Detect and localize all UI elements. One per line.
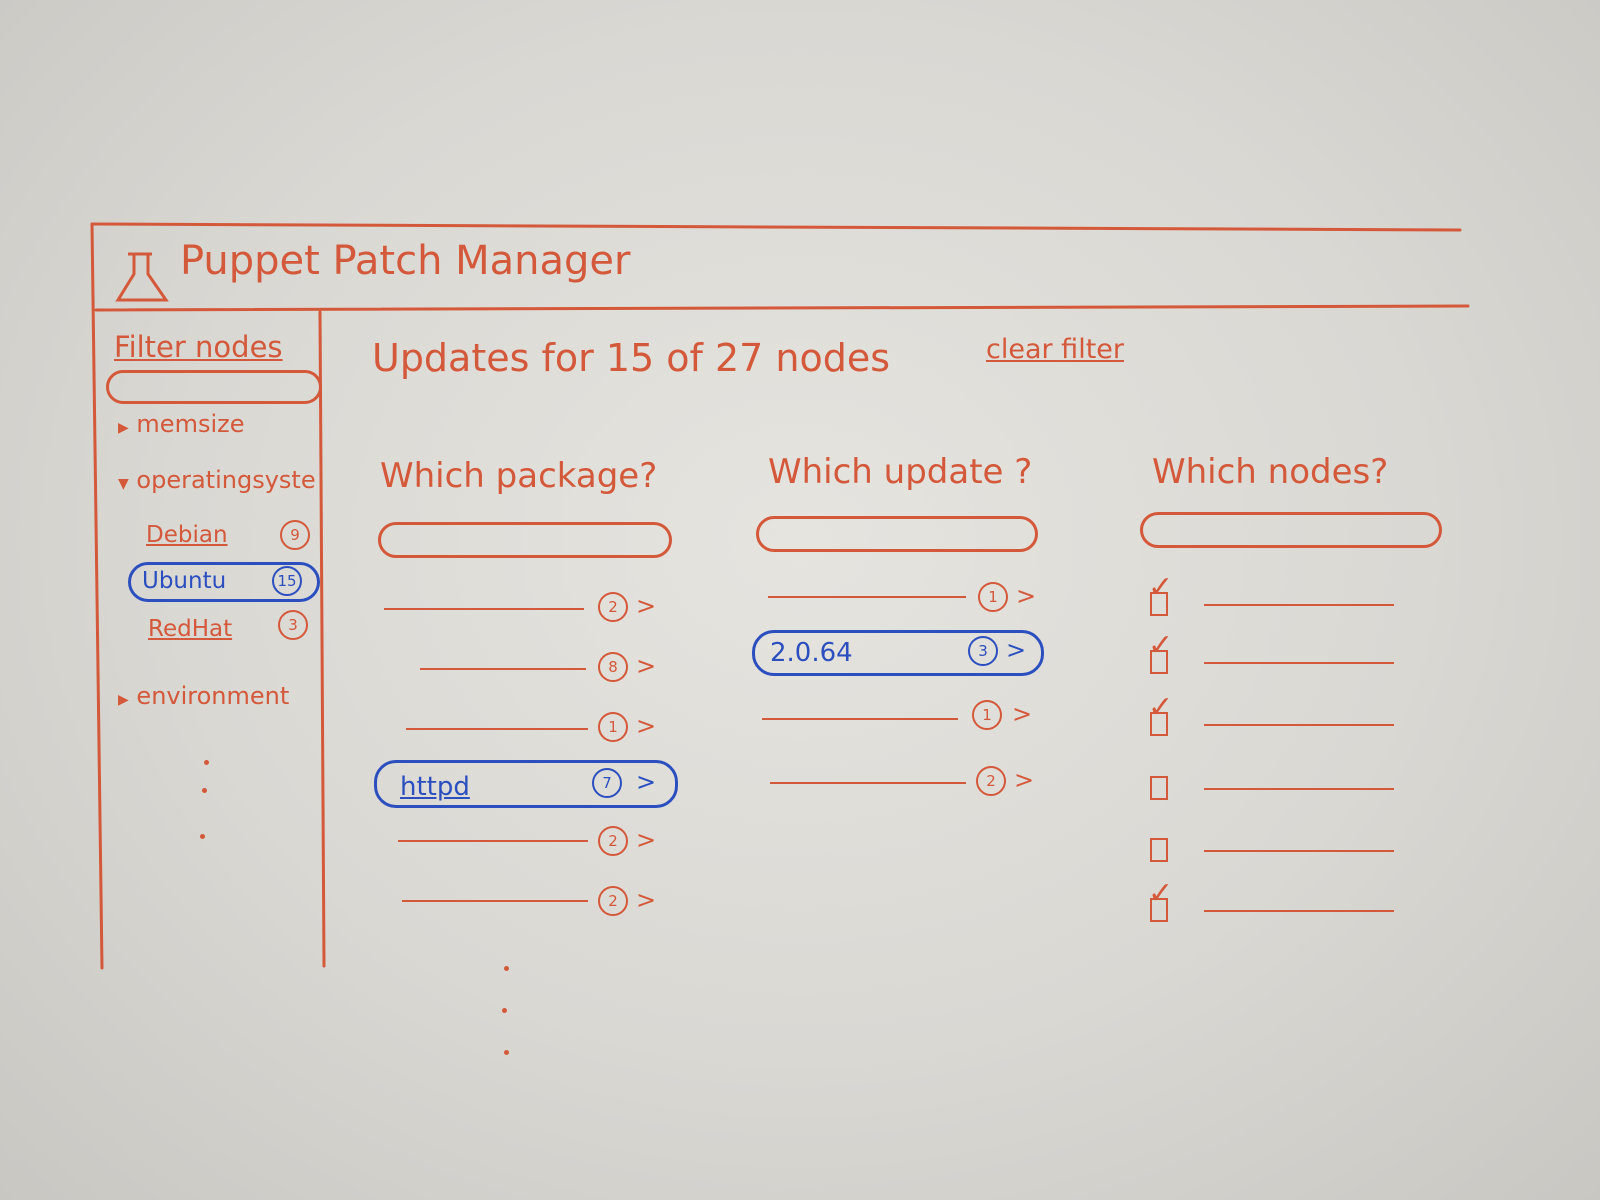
node-checkbox[interactable] <box>1150 650 1168 674</box>
chevron-right-icon[interactable]: > <box>636 886 657 914</box>
os-ubuntu[interactable]: Ubuntu <box>142 568 227 594</box>
checkmark-icon: ✓ <box>1148 876 1174 911</box>
os-ubuntu-count: 15 <box>272 566 302 596</box>
package-row[interactable] <box>398 840 588 842</box>
checkmark-icon: ✓ <box>1148 628 1174 663</box>
filter-search-input[interactable] <box>106 370 322 404</box>
node-name-line <box>1204 910 1394 912</box>
update-label-version: 2.0.64 <box>770 638 853 668</box>
node-checkbox[interactable] <box>1150 776 1168 800</box>
package-row[interactable] <box>384 608 584 610</box>
os-debian-count: 9 <box>280 520 310 550</box>
package-row[interactable] <box>402 900 588 902</box>
node-checkbox[interactable] <box>1150 592 1168 616</box>
more-dot <box>504 966 509 971</box>
chevron-right-icon[interactable]: > <box>636 712 657 740</box>
more-dot <box>204 760 209 765</box>
package-count: 1 <box>598 712 628 742</box>
chevron-right-icon[interactable]: > <box>636 826 657 854</box>
checkmark-icon: ✓ <box>1148 570 1174 605</box>
chevron-right-icon[interactable]: > <box>1012 700 1033 728</box>
more-dot <box>504 1050 509 1055</box>
chevron-right-icon[interactable]: > <box>636 768 657 796</box>
package-row[interactable] <box>420 668 586 670</box>
expanded-triangle-icon: ▼ <box>118 476 129 492</box>
node-checkbox[interactable] <box>1150 898 1168 922</box>
facet-memsize[interactable]: ▶ memsize <box>118 410 245 438</box>
update-count: 1 <box>972 700 1002 730</box>
node-name-line <box>1204 724 1394 726</box>
os-ubuntu-selected[interactable] <box>128 562 320 602</box>
collapsed-triangle-icon: ▶ <box>118 692 129 708</box>
update-count: 2 <box>976 766 1006 796</box>
node-checkbox[interactable] <box>1150 712 1168 736</box>
package-label-httpd: httpd <box>400 772 470 802</box>
node-name-line <box>1204 604 1394 606</box>
package-count: 2 <box>598 826 628 856</box>
more-dot <box>502 1008 507 1013</box>
chevron-right-icon[interactable]: > <box>1006 636 1027 664</box>
chevron-right-icon[interactable]: > <box>636 652 657 680</box>
package-row[interactable] <box>406 728 588 730</box>
node-name-line <box>1204 788 1394 790</box>
page-heading: Updates for 15 of 27 nodes <box>372 336 891 380</box>
update-count: 3 <box>968 636 998 666</box>
nodes-column-title: Which nodes? <box>1152 452 1389 492</box>
checkmark-icon: ✓ <box>1148 690 1174 725</box>
update-row-selected[interactable] <box>752 630 1044 676</box>
update-row[interactable] <box>768 596 966 598</box>
os-redhat[interactable]: RedHat <box>148 616 233 642</box>
nodes-search-input[interactable] <box>1140 512 1442 548</box>
more-dot <box>200 834 205 839</box>
node-name-line <box>1204 850 1394 852</box>
clear-filter-link[interactable]: clear filter <box>986 334 1124 365</box>
package-row-selected[interactable] <box>374 760 678 808</box>
package-count: 7 <box>592 768 622 798</box>
node-checkbox[interactable] <box>1150 838 1168 862</box>
filter-nodes-title: Filter nodes <box>114 330 283 364</box>
package-count: 2 <box>598 592 628 622</box>
chevron-right-icon[interactable]: > <box>636 592 657 620</box>
node-name-line <box>1204 662 1394 664</box>
package-count: 2 <box>598 886 628 916</box>
os-redhat-count: 3 <box>278 610 308 640</box>
package-search-input[interactable] <box>378 522 672 558</box>
update-row[interactable] <box>770 782 966 784</box>
flask-icon <box>115 252 169 302</box>
more-dot <box>202 788 207 793</box>
facet-operatingsystem[interactable]: ▼ operatingsyste <box>118 466 316 494</box>
update-search-input[interactable] <box>756 516 1038 552</box>
collapsed-triangle-icon: ▶ <box>118 420 129 436</box>
package-count: 8 <box>598 652 628 682</box>
chevron-right-icon[interactable]: > <box>1016 582 1037 610</box>
package-column-title: Which package? <box>380 456 658 496</box>
update-row[interactable] <box>762 718 958 720</box>
os-debian[interactable]: Debian <box>146 522 228 548</box>
facet-environment[interactable]: ▶ environment <box>118 682 290 710</box>
chevron-right-icon[interactable]: > <box>1014 766 1035 794</box>
update-column-title: Which update ? <box>768 452 1033 492</box>
app-title: Puppet Patch Manager <box>180 238 631 284</box>
update-count: 1 <box>978 582 1008 612</box>
